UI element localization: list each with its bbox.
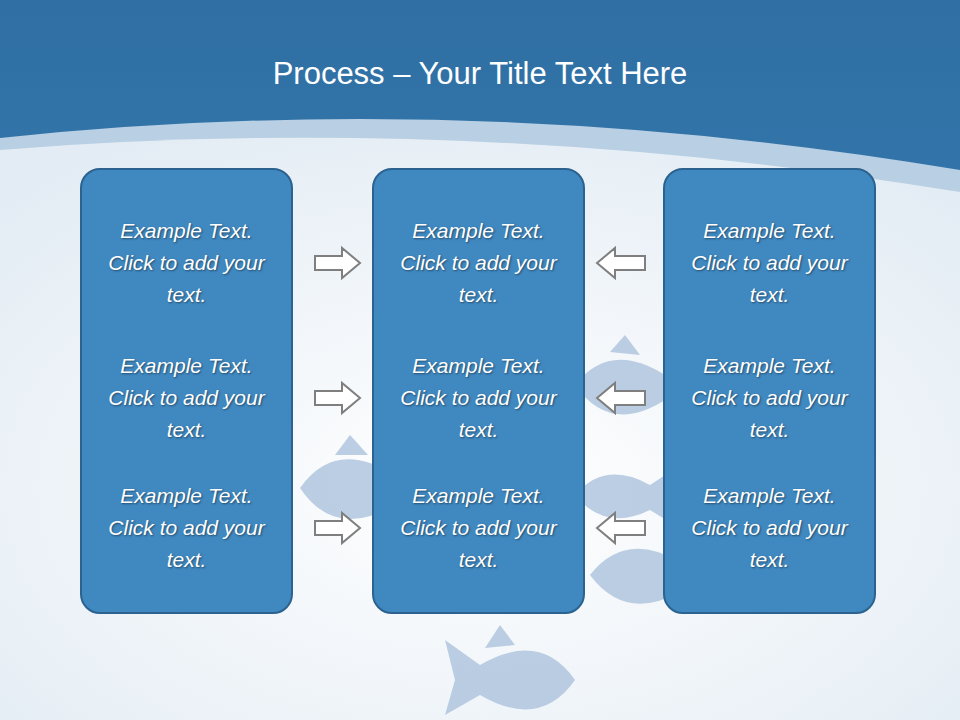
slide-title: Process – Your Title Text Here — [0, 52, 960, 96]
block-arrow — [315, 513, 360, 543]
box-text: Example Text. Click to add your text. — [102, 215, 272, 311]
box-text: Example Text. Click to add your text. — [102, 480, 272, 576]
block-arrow — [597, 383, 645, 413]
block-arrow — [597, 248, 645, 278]
box-text: Example Text. Click to add your text. — [102, 350, 272, 446]
box-text: Example Text. Click to add your text. — [394, 215, 564, 311]
box-text: Example Text. Click to add your text. — [685, 350, 855, 446]
block-arrow — [315, 383, 360, 413]
box-text: Example Text. Click to add your text. — [394, 350, 564, 446]
block-arrow — [597, 513, 645, 543]
fish-illustration — [300, 335, 712, 715]
wave-stripe — [0, 119, 960, 720]
process-box: Example Text. Click to add your text. Exa… — [663, 168, 876, 614]
light-ground — [0, 138, 960, 720]
process-box: Example Text. Click to add your text. Exa… — [372, 168, 585, 614]
process-box: Example Text. Click to add your text. Exa… — [80, 168, 293, 614]
box-text: Example Text. Click to add your text. — [394, 480, 564, 576]
block-arrow — [315, 248, 360, 278]
box-text: Example Text. Click to add your text. — [685, 480, 855, 576]
box-text: Example Text. Click to add your text. — [685, 215, 855, 311]
